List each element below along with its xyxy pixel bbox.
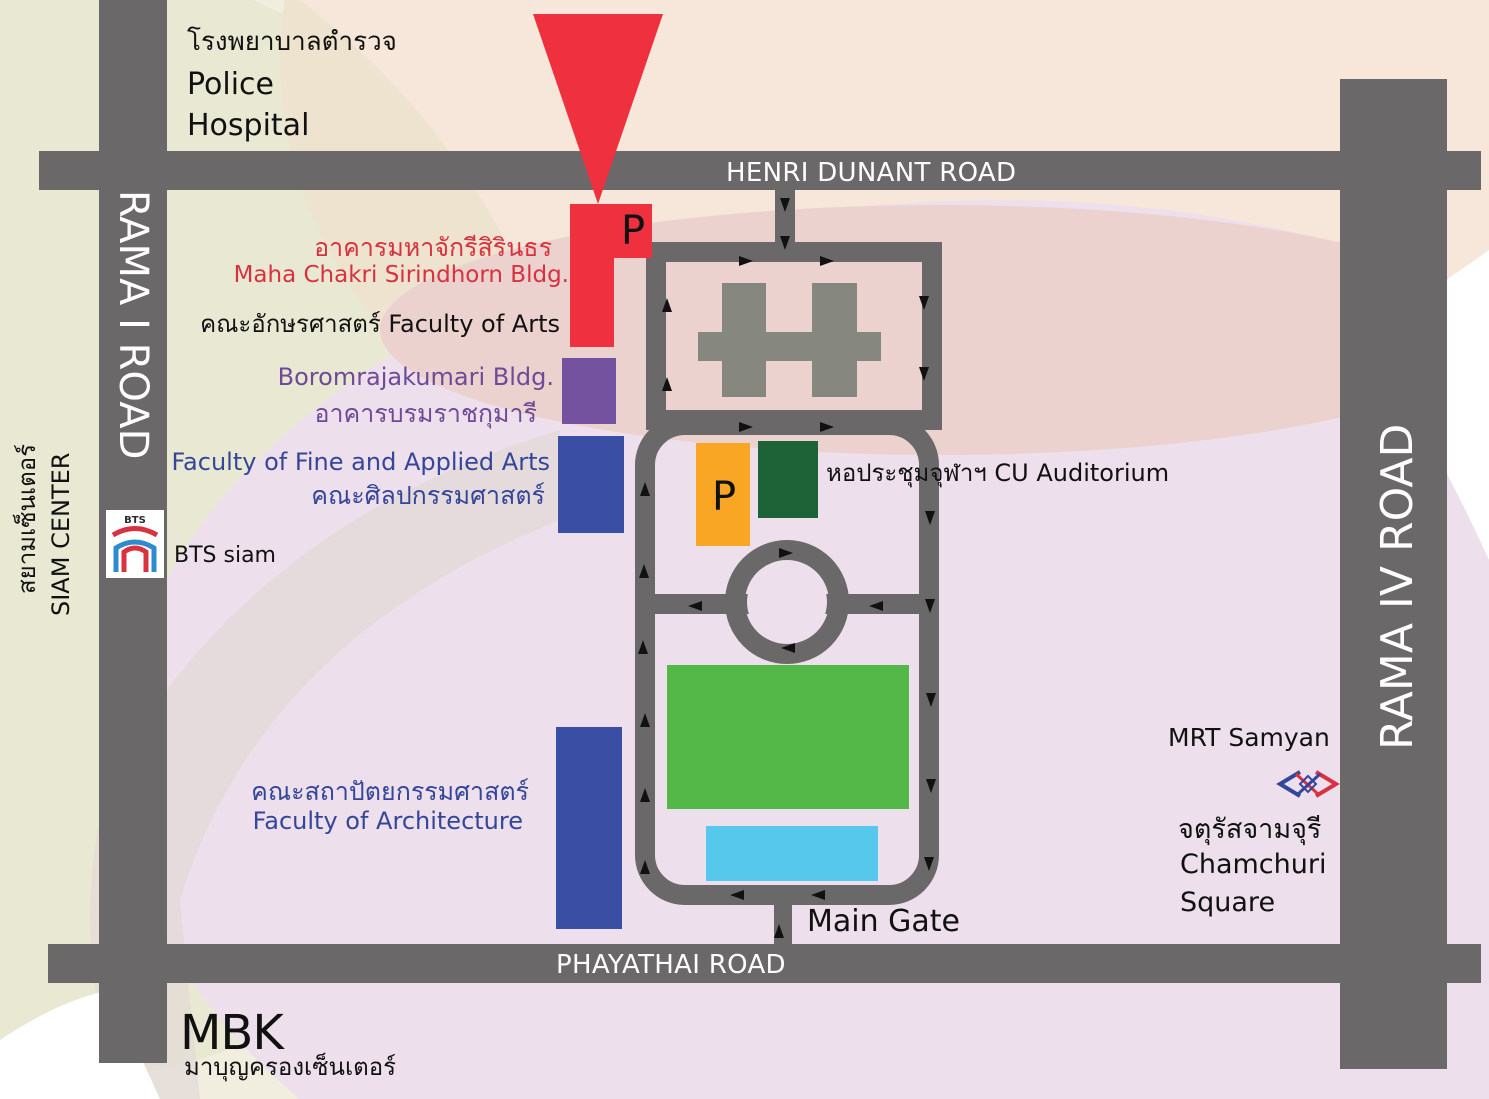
fine-applied-arts-thai-label: คณะศิลปกรรมศาสตร์	[311, 481, 545, 510]
bts-siam-label: BTS siam	[174, 543, 276, 568]
mrt-logo-icon	[1276, 770, 1340, 798]
architecture-building	[556, 727, 622, 929]
north-access-road	[775, 190, 795, 256]
direction-arrow	[926, 779, 936, 793]
direction-arrow	[811, 890, 825, 900]
faculty-of-arts-label: คณะอักษรศาสตร์ Faculty of Arts	[200, 310, 560, 338]
parking-lot	[696, 443, 750, 546]
direction-arrow	[662, 298, 672, 312]
direction-arrow	[640, 482, 650, 496]
phayathai-road	[48, 944, 1481, 983]
direction-arrow	[639, 564, 649, 578]
direction-arrow	[688, 601, 702, 611]
chamchuri-label-line2: Square	[1180, 887, 1276, 918]
direction-arrow	[820, 256, 834, 266]
direction-arrow	[780, 198, 790, 212]
siam-center-label: SIAM CENTER	[47, 452, 75, 616]
svg-text:BTS: BTS	[124, 515, 146, 526]
direction-arrow	[780, 236, 790, 250]
parking-icon-north: P	[621, 208, 646, 254]
location-pin-icon[interactable]	[533, 14, 663, 204]
central-hall-building	[698, 283, 881, 397]
direction-arrow	[779, 548, 793, 558]
rama-iv-road-label: RAMA IV ROAD	[1372, 423, 1423, 750]
direction-arrow	[640, 860, 650, 874]
police-hospital-label-line1: Police	[187, 67, 274, 102]
phayathai-road-label: PHAYATHAI ROAD	[556, 950, 786, 980]
rama-i-road-label: RAMA I ROAD	[110, 190, 156, 460]
mbk-label: MBK	[180, 1005, 284, 1061]
direction-arrow	[640, 713, 650, 727]
mbk-thai-label: มาบุญครองเซ็นเตอร์	[184, 1053, 397, 1081]
fine-arts-building	[558, 436, 624, 533]
direction-arrow	[640, 788, 650, 802]
direction-arrow	[820, 422, 834, 432]
direction-arrow	[662, 377, 672, 391]
parking-icon-campus: P	[712, 474, 737, 520]
sports-field	[667, 665, 909, 809]
architecture-label: Faculty of Architecture	[252, 807, 523, 835]
boromrajakumari-label: Boromrajakumari Bldg.	[277, 363, 554, 391]
police-hospital-thai-label: โรงพยาบาลตำรวจ	[187, 27, 397, 57]
direction-arrow	[925, 511, 935, 525]
main-loop-road	[635, 415, 939, 905]
cu-auditorium-label: หอประชุมจุฬาฯ CU Auditorium	[826, 459, 1170, 487]
rama-iv-road	[1340, 79, 1447, 1069]
direction-arrow	[925, 599, 935, 613]
direction-arrow	[919, 367, 929, 381]
pool	[706, 826, 878, 881]
main-gate-road	[774, 900, 792, 946]
direction-arrow	[774, 924, 784, 938]
boromrajakumari-thai-label: อาคารบรมราชกุมารี	[314, 399, 537, 428]
chamchuri-thai-label: จตุรัสจามจุรี	[1178, 814, 1322, 845]
bts-logo-icon: BTS	[106, 510, 164, 578]
roundabout	[725, 540, 849, 664]
architecture-thai-label: คณะสถาปัตยกรรมศาสตร์	[251, 777, 529, 806]
henri-dunant-road-label: HENRI DUNANT ROAD	[726, 158, 1017, 188]
direction-arrow	[739, 422, 753, 432]
mrt-samyan-label: MRT Samyan	[1168, 723, 1330, 752]
direction-arrow	[730, 890, 744, 900]
cu-auditorium-building	[758, 441, 818, 518]
maha-chakri-thai-label: อาคารมหาจักรีสิรินธร	[314, 233, 552, 262]
chamchuri-label-line1: Chamchuri	[1180, 849, 1327, 880]
maha-chakri-label: Maha Chakri Sirindhorn Bldg.	[233, 262, 569, 288]
roundabout-center	[747, 562, 827, 642]
maha-chakri-parking	[570, 204, 652, 258]
traffic-arrows	[638, 198, 936, 938]
direction-arrow	[924, 857, 934, 871]
direction-arrow	[739, 256, 753, 266]
direction-arrow	[869, 601, 883, 611]
siam-center-thai-label: สยามเซ็นเตอร์	[13, 444, 41, 594]
police-hospital-label-line2: Hospital	[187, 108, 310, 143]
boromrajakumari-building	[562, 358, 616, 424]
direction-arrow	[926, 693, 936, 707]
main-gate-label: Main Gate	[807, 904, 961, 939]
direction-arrow	[638, 640, 648, 654]
buildings	[556, 204, 909, 929]
direction-arrow	[781, 643, 795, 653]
fine-applied-arts-label: Faculty of Fine and Applied Arts	[171, 448, 550, 476]
direction-arrow	[919, 296, 929, 310]
henri-dunant-road	[39, 151, 1481, 190]
